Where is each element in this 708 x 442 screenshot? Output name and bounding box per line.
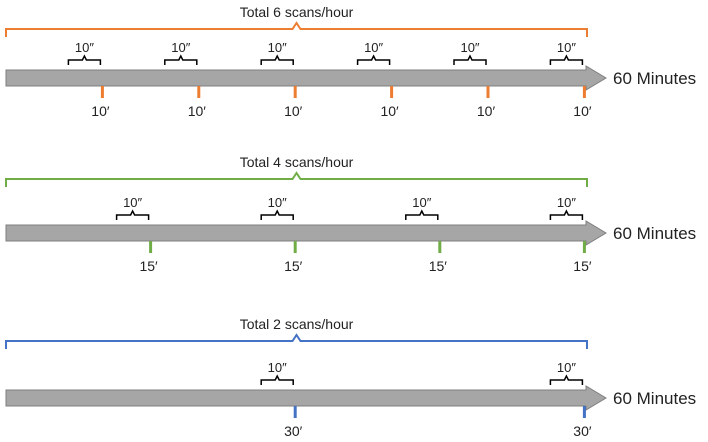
scan-duration-label: 10″ <box>268 360 287 375</box>
total-scans-label: Total 6 scans/hour <box>240 4 354 20</box>
interval-label: 10′ <box>477 103 496 119</box>
interval-label: 10′ <box>91 103 110 119</box>
scan-duration-bracket <box>405 209 439 220</box>
scan-duration-label: 10″ <box>557 195 576 210</box>
total-scans-label: Total 4 scans/hour <box>240 154 354 170</box>
interval-label: 10′ <box>573 103 592 119</box>
total-brace <box>5 333 588 349</box>
scan-duration-bracket <box>260 374 294 385</box>
timeline-arrow <box>5 220 607 246</box>
interval-label: 30′ <box>284 423 303 439</box>
scan-duration-label: 10″ <box>557 40 576 55</box>
scan-duration-bracket <box>356 54 391 65</box>
interval-label: 15′ <box>573 258 592 274</box>
scan-duration-bracket <box>164 54 198 65</box>
interval-label: 30′ <box>573 423 592 439</box>
end-label: 60 Minutes <box>613 224 696 243</box>
scan-duration-label: 10″ <box>268 195 287 210</box>
scan-duration-label: 10″ <box>557 360 576 375</box>
scan-duration-label: 10″ <box>75 40 94 55</box>
scan-duration-bracket <box>549 54 584 65</box>
scan-duration-bracket <box>549 374 584 385</box>
scan-duration-bracket <box>260 209 294 220</box>
scan-duration-label: 10″ <box>123 195 142 210</box>
timeline-2-scans: Total 2 scans/hour 60 Minutes 30′ 10″ 30′ 10″ <box>5 316 696 439</box>
total-brace <box>5 171 588 187</box>
scan-duration-label: 10″ <box>460 40 479 55</box>
end-label: 60 Minutes <box>613 389 696 408</box>
total-brace <box>5 21 588 37</box>
scan-duration-label: 10″ <box>268 40 287 55</box>
scan-duration-label: 10″ <box>412 195 431 210</box>
end-label: 60 Minutes <box>613 69 696 88</box>
interval-label: 10′ <box>380 103 399 119</box>
timeline-arrow <box>5 385 607 411</box>
scan-duration-bracket <box>115 209 150 220</box>
scan-duration-bracket <box>260 54 294 65</box>
timeline-4-scans: Total 4 scans/hour 60 Minutes 15′ 10″ 15′ 10″… <box>5 154 696 274</box>
interval-label: 15′ <box>284 258 303 274</box>
scan-duration-label: 10″ <box>364 40 383 55</box>
scan-duration-bracket <box>67 54 102 65</box>
total-scans-label: Total 2 scans/hour <box>240 316 354 332</box>
timeline-arrow <box>5 65 607 91</box>
scan-duration-bracket <box>453 54 487 65</box>
timeline-6-scans: Total 6 scans/hour 60 Minutes 10′ 10″ 10′ 10″… <box>5 4 696 119</box>
interval-label: 15′ <box>429 258 448 274</box>
scan-duration-label: 10″ <box>171 40 190 55</box>
scan-duration-bracket <box>549 209 584 220</box>
interval-label: 10′ <box>284 103 303 119</box>
interval-label: 15′ <box>139 258 158 274</box>
interval-label: 10′ <box>188 103 207 119</box>
